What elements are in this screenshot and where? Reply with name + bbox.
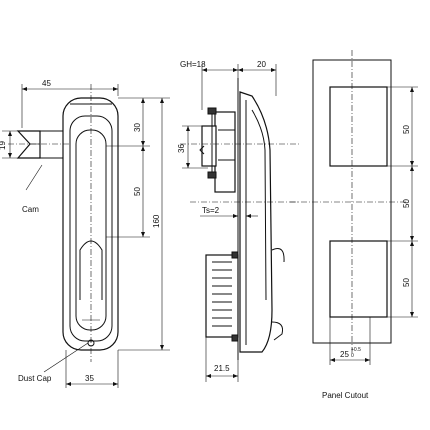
cam-leader xyxy=(25,164,43,191)
panel-cutout-label: Panel Cutout xyxy=(322,391,369,400)
nut-top xyxy=(207,107,217,115)
handle-profile xyxy=(239,91,273,353)
cutout-dim-mid-text: 50 xyxy=(402,199,411,208)
cutout-v-extensions xyxy=(387,86,418,318)
nut-bottom xyxy=(207,171,217,179)
dim-21-5-text: 21.5 xyxy=(214,364,230,373)
dim-gh-text: GH=18 xyxy=(180,60,206,69)
mech-upper-cam xyxy=(201,125,217,167)
cutout-width-text: 25 xyxy=(340,350,349,359)
dim-45-extension xyxy=(21,84,119,128)
dust-cap-leader xyxy=(43,342,89,373)
dim-21-5-extension xyxy=(205,337,239,382)
mech-lower-housing xyxy=(205,254,239,338)
front-v-extensions xyxy=(106,97,170,351)
lower-hinge-bottom xyxy=(271,321,283,341)
front-view: 45 19 30 50 160 35 Cam Dust Cap xyxy=(0,79,170,388)
cutout-width-extension xyxy=(329,317,371,365)
dim-45-text: 45 xyxy=(42,79,51,88)
cam-shape xyxy=(16,130,41,159)
dim-35-text: 35 xyxy=(85,374,94,383)
dim-36-extension xyxy=(182,125,208,169)
mech-lower-ribs xyxy=(212,261,232,327)
cutout-dim-bottom-text: 50 xyxy=(402,278,411,287)
cutout-dim-top-text: 50 xyxy=(402,125,411,134)
dim-30-text: 30 xyxy=(133,123,142,132)
mech-upper-block xyxy=(214,111,236,193)
dim-50-text: 50 xyxy=(133,187,142,196)
cutout-lower xyxy=(329,240,388,318)
dim-20-text: 20 xyxy=(257,60,266,69)
dim-ts-text: Ts=2 xyxy=(202,206,220,215)
cutout-tol-low-text: 0 xyxy=(351,353,354,359)
side-view: GH=18 20 36 Ts=2 21.5 xyxy=(177,60,300,382)
dim-36-text: 36 xyxy=(177,144,186,153)
panel-outline xyxy=(312,59,392,344)
gh-extension xyxy=(201,64,277,110)
dim-19-text: 19 xyxy=(0,141,7,150)
cam-arm xyxy=(40,130,63,159)
lower-nut-top xyxy=(231,251,239,259)
lower-nut-bottom xyxy=(231,334,239,342)
mech-detail xyxy=(218,129,235,161)
dim-160-text: 160 xyxy=(152,214,161,228)
handle-body xyxy=(62,97,119,351)
panel-cutout-view: 50 50 50 25 +0.5 0 Panel Cutout xyxy=(290,50,418,400)
lower-hinge-top xyxy=(271,248,285,263)
cam-label: Cam xyxy=(22,205,39,214)
cutout-tol-text: +0.5 xyxy=(351,347,361,353)
handle-profile-curve xyxy=(251,109,267,301)
cutout-upper xyxy=(329,86,388,167)
cam-tip xyxy=(199,145,205,155)
dust-cap-label: Dust Cap xyxy=(18,374,52,383)
dim-35-extension xyxy=(65,350,119,388)
